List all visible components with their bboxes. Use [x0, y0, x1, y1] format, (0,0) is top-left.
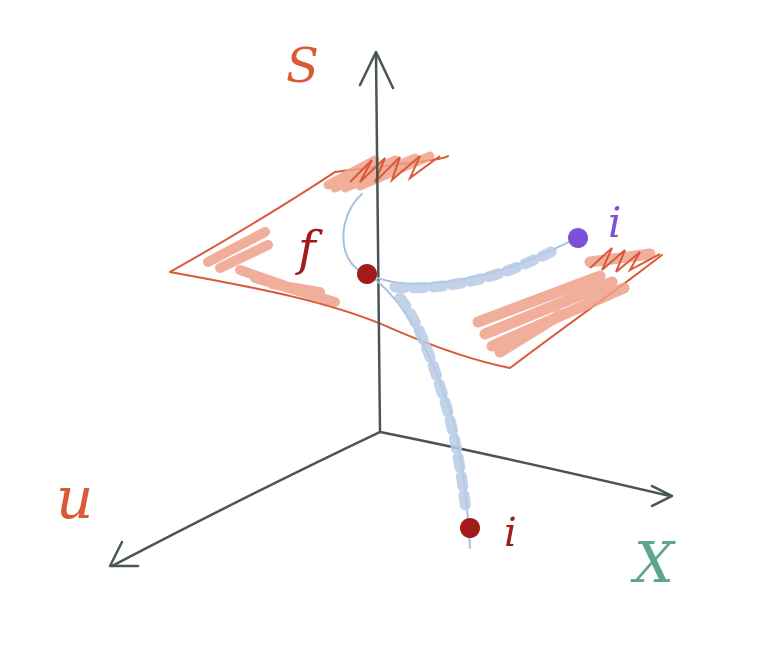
- left-axis: [110, 430, 382, 568]
- surface-shading-left: [203, 227, 340, 307]
- point-upper-i: [568, 228, 588, 248]
- point-f: [357, 264, 377, 284]
- right-axis: [378, 430, 672, 498]
- left-axis-label: u: [56, 464, 93, 532]
- right-axis-arrowhead: [650, 484, 674, 508]
- point-lower-i-label: i: [504, 510, 517, 556]
- point-f-label: f: [295, 221, 323, 277]
- surface-shading-right: [472, 248, 656, 358]
- trajectory: [342, 193, 579, 549]
- point-lower-i: [460, 518, 480, 538]
- vertical-axis-arrowhead: [358, 50, 395, 90]
- right-axis-label: X: [630, 531, 676, 596]
- point-upper-i-label: i: [608, 198, 621, 247]
- curve-f-to-lower-i: [367, 273, 471, 549]
- arc-to-f: [342, 193, 367, 275]
- constraint-surface: [169, 151, 663, 369]
- vertical-axis: [374, 53, 382, 434]
- vertical-axis-label: S: [286, 38, 319, 94]
- axes: [108, 50, 674, 568]
- left-axis-arrowhead: [108, 540, 140, 568]
